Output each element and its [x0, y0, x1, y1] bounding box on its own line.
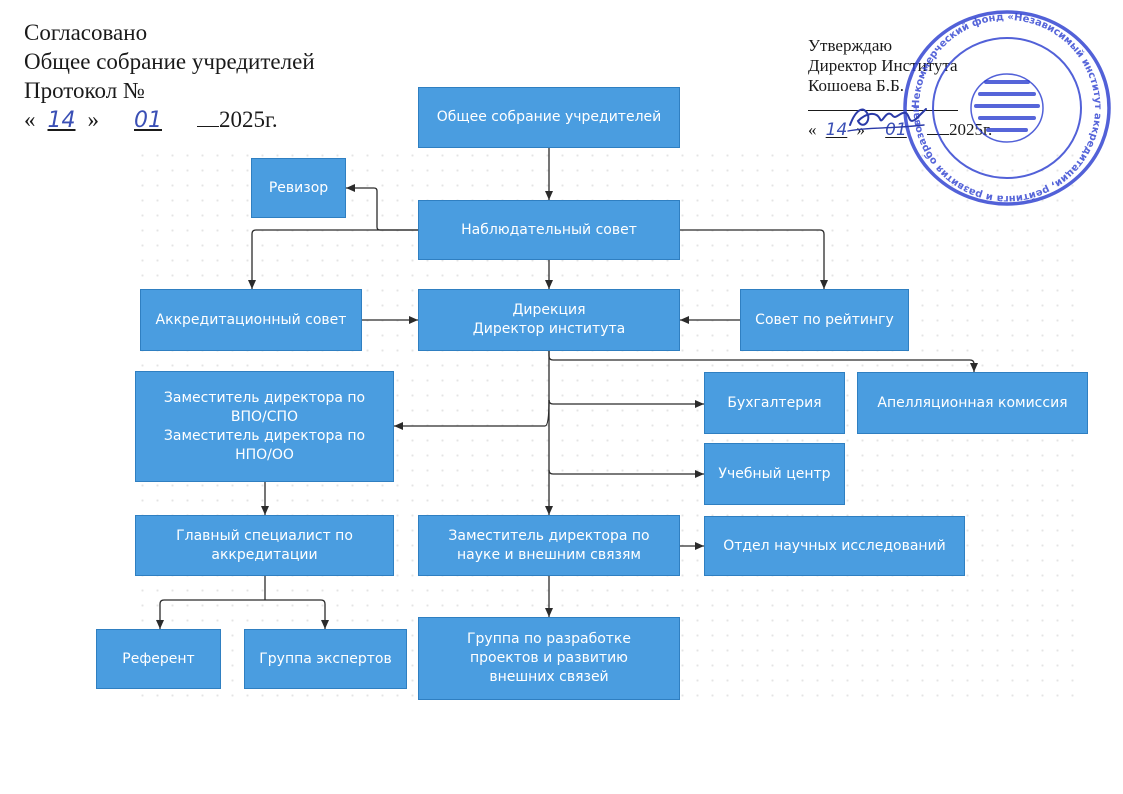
- approve-label: Утверждаю: [808, 36, 893, 55]
- link-chief-specialist-to-experts: [265, 599, 329, 629]
- node-training-center: Учебный центр: [704, 443, 845, 505]
- agreed-label: Согласовано: [24, 20, 148, 45]
- node-auditor: Ревизор: [251, 158, 346, 218]
- handwritten-month: 01: [134, 108, 162, 133]
- node-accreditation-council: Аккредитационный совет: [140, 289, 362, 351]
- signature-line: [808, 109, 958, 111]
- node-accounting: Бухгалтерия: [704, 372, 845, 434]
- director-name: Кошоева Б.Б.: [808, 76, 904, 95]
- node-founders-assembly: Общее собрание учредителей: [418, 87, 680, 148]
- node-chief-specialist: Главный специалист по аккредитации: [135, 515, 394, 576]
- handwritten-day: 14: [825, 120, 848, 140]
- node-directorate: Дирекция Директор института: [418, 289, 680, 351]
- node-rating-council: Совет по рейтингу: [740, 289, 909, 351]
- link-supervisory-to-accreditation-council: [248, 229, 418, 289]
- node-appeals-commission: Апелляционная комиссия: [857, 372, 1088, 434]
- node-deputy-director-education: Заместитель директора по ВПО/СПО Замести…: [135, 371, 394, 482]
- link-chief-specialist-to-referent: [156, 599, 265, 629]
- link-directorate-to-accounting: [548, 399, 704, 408]
- node-experts-group: Группа экспертов: [244, 629, 407, 689]
- node-projects-group: Группа по разработке проектов и развитию…: [418, 617, 680, 700]
- node-supervisory-board: Наблюдательный совет: [418, 200, 680, 260]
- node-research-department: Отдел научных исследований: [704, 516, 965, 576]
- official-seal-stamp: Некоммерческий фонд «Независимый институ…: [902, 8, 1111, 206]
- link-supervisory-to-rating-council: [680, 229, 828, 289]
- link-directorate-to-deputy-education: [394, 399, 550, 430]
- node-deputy-director-science: Заместитель директора по науке и внешним…: [418, 515, 680, 576]
- link-directorate-to-appeals: [548, 351, 978, 372]
- link-directorate-to-training-center: [548, 469, 704, 478]
- protocol-label: Протокол №: [24, 78, 145, 103]
- founders-assembly-label: Общее собрание учредителей: [24, 49, 315, 74]
- handwritten-month: 01: [885, 120, 907, 140]
- link-supervisory-to-auditor: [346, 184, 418, 231]
- handwritten-day: 14: [47, 108, 76, 133]
- approval-block-left: Согласовано Общее собрание учредителей П…: [24, 18, 315, 135]
- node-referent: Референт: [96, 629, 221, 689]
- director-signature: [847, 108, 927, 132]
